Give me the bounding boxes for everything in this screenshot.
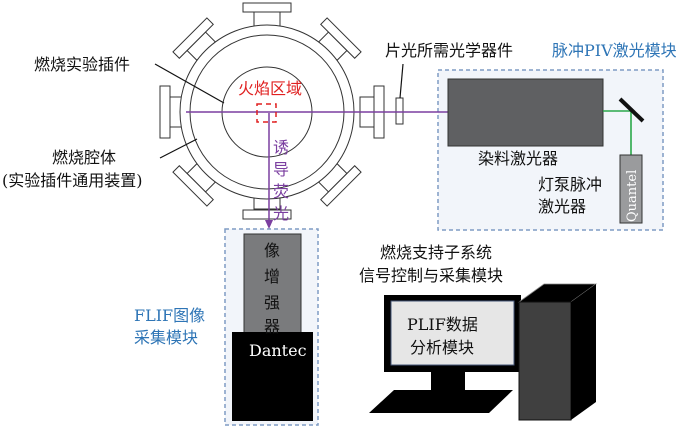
port-bottom-left <box>172 162 217 207</box>
combustion-chamber-label-2: (实验插件通用装置) <box>2 171 143 190</box>
port-bottom-right <box>317 162 362 207</box>
chamber-leader <box>159 138 198 159</box>
keyboard-base <box>369 390 513 413</box>
intensifier-char-2: 增 <box>264 267 280 286</box>
intensifier-char-1: 像 <box>264 241 280 260</box>
port-top <box>242 2 292 27</box>
fluorescence-char-1: 诱 <box>273 138 289 157</box>
dye-laser-body <box>447 78 604 147</box>
insert-leader <box>154 63 225 104</box>
monitor-neck <box>431 372 465 390</box>
flame-region-box <box>256 103 277 123</box>
tower-front <box>518 301 572 421</box>
tower-side <box>571 284 596 420</box>
sheet-optics-leader <box>399 63 404 99</box>
quantel-laser-body <box>619 154 643 224</box>
fluorescence-char-3: 荧 <box>273 182 289 201</box>
intensifier-char-4: 器 <box>264 317 280 336</box>
fluorescence-arrow-icon <box>265 220 273 229</box>
support-system-label-1: 燃烧支持子系统 <box>380 243 492 262</box>
sheet-optics-element <box>395 97 404 125</box>
mirror-icon <box>618 97 645 123</box>
sheet-optics-label: 片光所需光学器件 <box>385 41 513 60</box>
fluorescence-char-2: 导 <box>273 160 289 179</box>
pump-laser-label-1: 灯泵脉冲 <box>538 175 602 194</box>
monitor-screen <box>390 300 515 366</box>
quantel-label: Quantel <box>625 170 640 222</box>
flif-module-label-1: FLIF图像 <box>134 306 205 325</box>
flame-region-label: 火焰区域 <box>238 79 302 98</box>
fluorescence-char-4: 光 <box>273 204 289 223</box>
screen-label-1: PLIF数据 <box>407 315 478 334</box>
screen-label-2: 分析模块 <box>410 338 474 357</box>
intensifier-char-3: 强 <box>264 293 280 312</box>
image-intensifier-body <box>243 233 302 335</box>
dantec-camera-body <box>232 332 313 421</box>
camera-label: Dantec <box>249 341 307 360</box>
combustion-insert-label: 燃烧实验插件 <box>34 55 130 74</box>
support-system-label-2: 信号控制与采集模块 <box>359 266 503 285</box>
piv-module-label: 脉冲PIV激光模块 <box>552 41 677 60</box>
dye-laser-label: 染料激光器 <box>478 149 558 168</box>
pump-laser-label-2: 激光器 <box>538 197 586 216</box>
combustion-chamber-label-1: 燃烧腔体 <box>52 148 116 167</box>
flif-module-label-2: 采集模块 <box>134 328 198 347</box>
